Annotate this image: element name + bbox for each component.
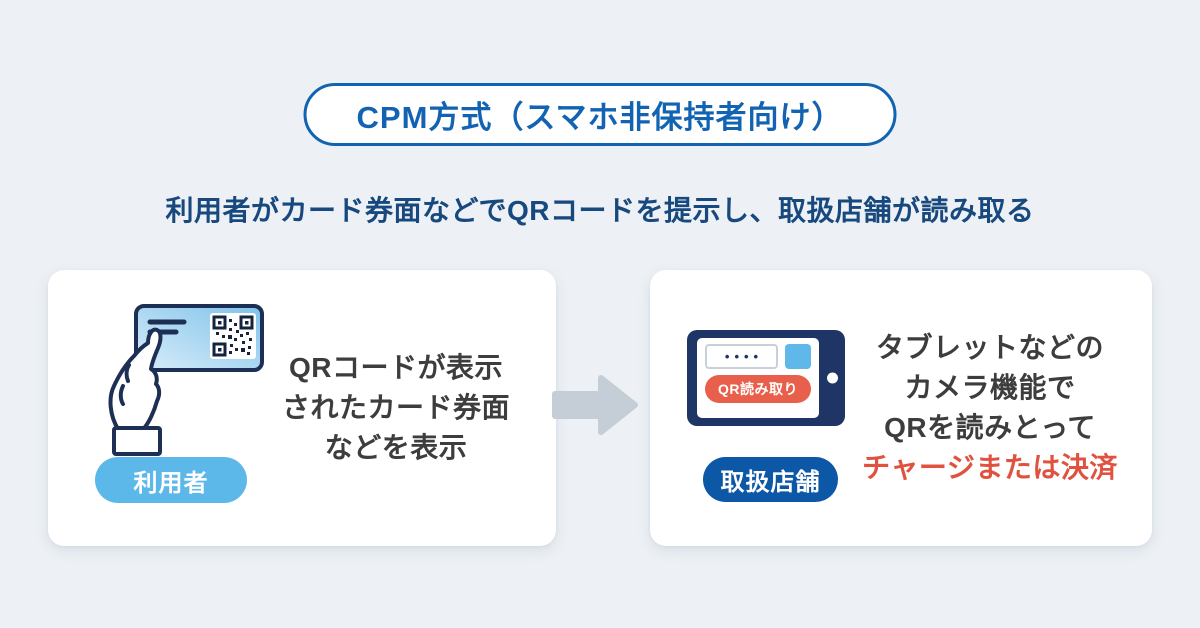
merchant-highlight-line: チャージまたは決済 [862, 452, 1118, 483]
tablet-illustration: •••• QR読み取り [687, 330, 845, 426]
qr-scan-button: QR読み取り [705, 375, 811, 403]
user-text-line: などを表示 [324, 432, 468, 463]
arrow-right-icon [552, 375, 638, 435]
user-text-line: されたカード券面 [281, 392, 510, 423]
user-badge: 利用者 [95, 457, 247, 503]
hand-holding-card-illustration [108, 304, 264, 456]
user-card-text: QRコードが表示 されたカード券面 などを表示 [262, 348, 530, 468]
merchant-text-line: カメラ機能で [904, 372, 1076, 403]
card-number-dots: •••• [724, 349, 764, 364]
merchant-text-line: QRを読みとって [884, 412, 1096, 443]
subtitle: 利用者がカード券面などでQRコードを提示し、取扱店舗が読み取る [165, 195, 1035, 226]
card-number-field: •••• [705, 344, 778, 369]
camera-dot-icon [827, 372, 838, 384]
qr-code-icon [210, 313, 256, 359]
tablet-screen: •••• QR読み取り [697, 338, 819, 418]
page-title: CPM方式（スマホ非保持者向け） [356, 100, 844, 135]
merchant-badge: 取扱店舗 [703, 457, 838, 502]
merchant-text-line: タブレットなどの [875, 332, 1104, 363]
merchant-card-text: タブレットなどの カメラ機能で QRを読みとって チャージまたは決済 [850, 328, 1130, 488]
keypad-block-icon [785, 344, 811, 369]
hand-icon [108, 327, 163, 456]
payment-card-icon [134, 304, 264, 372]
title-pill: CPM方式（スマホ非保持者向け） [303, 83, 897, 146]
user-text-line: QRコードが表示 [288, 352, 503, 383]
user-card: 利用者 QRコードが表示 されたカード券面 などを表示 [48, 270, 556, 546]
merchant-card: •••• QR読み取り 取扱店舗 タブレットなどの カメラ機能で QRを読みとっ… [650, 270, 1152, 546]
